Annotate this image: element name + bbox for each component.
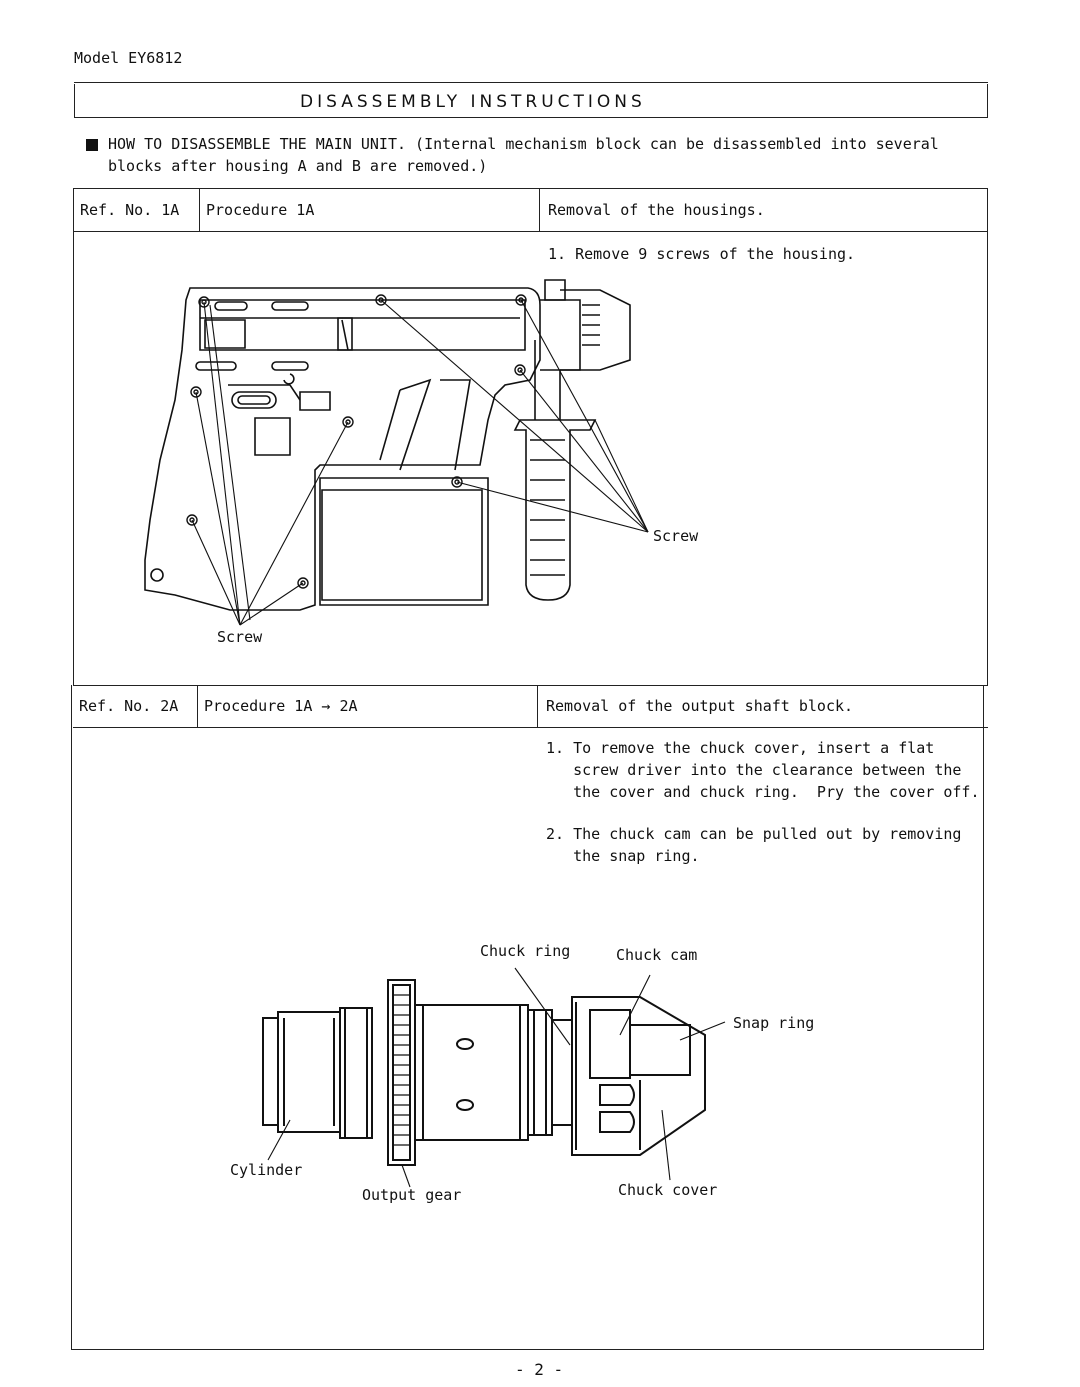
section2-right-border (983, 685, 984, 1350)
label-chuck-cover: Chuck cover (618, 1181, 718, 1199)
section2-step-1-line-1: 1. To remove the chuck cover, insert a f… (546, 739, 935, 757)
section1-header-top (73, 188, 988, 189)
section1-col-divider-2 (539, 188, 540, 231)
label-cylinder: Cylinder (230, 1161, 303, 1179)
section1-header-bottom (73, 231, 988, 232)
section2-step-2-line-1: 2. The chuck cam can be pulled out by re… (546, 825, 962, 843)
label-snap-ring: Snap ring (733, 1014, 815, 1032)
intro-line-2: blocks after housing A and B are removed… (108, 157, 488, 175)
section2-step-1-line-3: the cover and chuck ring. Pry the cover … (546, 783, 980, 801)
section2-left-border (71, 685, 72, 1350)
label-chuck-ring: Chuck ring (480, 942, 571, 960)
section1-ref: Ref. No. 1A (80, 201, 180, 219)
section2-col-divider-1 (197, 685, 198, 727)
section1-left-border (73, 188, 74, 685)
label-output-gear: Output gear (362, 1186, 462, 1204)
section2-header-bottom (73, 727, 988, 728)
screw-label-right: Screw (653, 527, 699, 545)
intro-line-1: HOW TO DISASSEMBLE THE MAIN UNIT. (Inter… (108, 135, 939, 153)
header-left-rule (74, 84, 75, 118)
section2-procedure: Procedure 1A → 2A (204, 697, 358, 715)
section1-procedure: Procedure 1A (206, 201, 315, 219)
bullet-square-icon (86, 139, 98, 151)
model-number: Model EY6812 (74, 49, 183, 67)
header-top-rule (74, 82, 988, 83)
section1-description: Removal of the housings. (548, 201, 765, 219)
page-number: - 2 - (515, 1360, 564, 1379)
section2-col-divider-2 (537, 685, 538, 727)
page-title: DISASSEMBLY INSTRUCTIONS (300, 92, 646, 112)
section1-right-border (987, 188, 988, 685)
section2-step-1-line-2: screw driver into the clearance between … (546, 761, 962, 779)
section2-header-top (73, 685, 988, 686)
header-right-rule (987, 84, 988, 118)
section2-ref: Ref. No. 2A (79, 697, 179, 715)
section2-step-2-line-2: the snap ring. (546, 847, 700, 865)
section1-step-1: 1. Remove 9 screws of the housing. (548, 245, 856, 263)
section2-description: Removal of the output shaft block. (546, 697, 854, 715)
label-chuck-cam: Chuck cam (616, 946, 698, 964)
section1-col-divider-1 (199, 188, 200, 231)
header-bottom-rule (74, 117, 988, 118)
section2-bottom-border (71, 1349, 983, 1350)
screw-label-left: Screw (217, 628, 263, 646)
